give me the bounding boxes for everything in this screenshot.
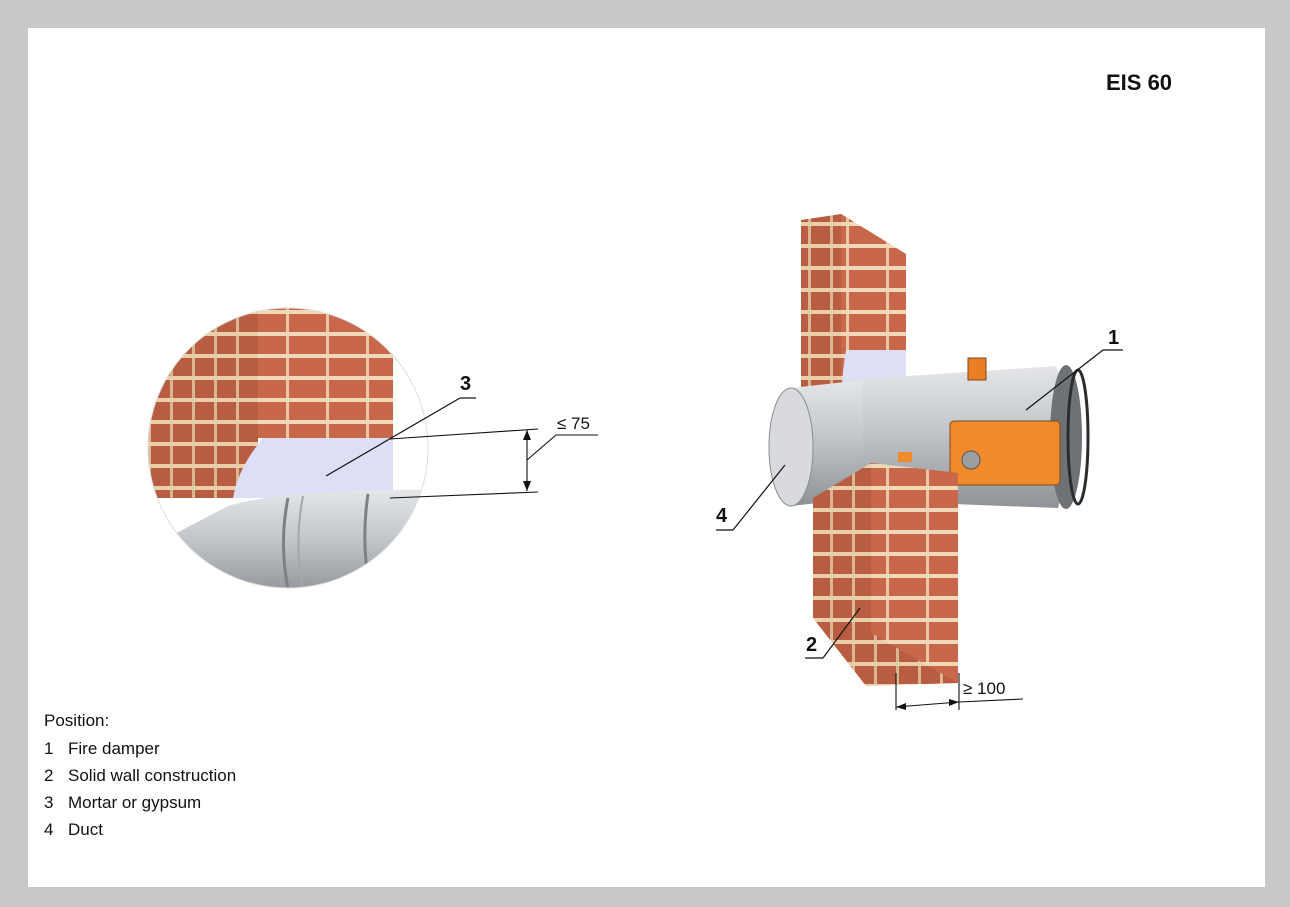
legend-item-number: 4 [44, 820, 54, 839]
detail-wall-side [148, 308, 258, 498]
dimension-gap-max: ≤ 75 [557, 414, 590, 433]
wall-lower-front [871, 463, 958, 683]
fire-rating-label: EIS 60 [1106, 70, 1173, 95]
installation-drawing: 3 ≤ 75 [147, 214, 1123, 710]
detail-view [147, 307, 598, 589]
position-legend: Position: 1 Fire damper 2 Solid wall con… [44, 711, 236, 847]
detail-mortar-filler [233, 438, 393, 498]
dimension-wall-min: ≥ 100 [963, 679, 1005, 698]
legend-item-number: 2 [44, 766, 54, 785]
legend-item: 1 Fire damper [44, 739, 236, 766]
legend-item-number: 3 [44, 793, 54, 812]
callout-2: 2 [806, 634, 817, 656]
diagram-sheet: EIS 60 [28, 28, 1265, 887]
callout-1: 1 [1108, 327, 1119, 349]
legend-item: 2 Solid wall construction [44, 766, 236, 793]
legend-item: 3 Mortar or gypsum [44, 793, 236, 820]
legend-item-label: Fire damper [68, 739, 160, 758]
detail-wall-front [258, 308, 393, 438]
legend-item: 4 Duct [44, 820, 236, 847]
callout-4: 4 [716, 505, 728, 527]
legend-item-number: 1 [44, 739, 54, 758]
legend-item-label: Duct [68, 820, 103, 839]
damper-actuator [949, 420, 1061, 486]
installation-view [716, 214, 1123, 710]
legend-title: Position: [44, 711, 110, 730]
callout-3: 3 [460, 373, 471, 395]
legend-item-label: Solid wall construction [68, 766, 237, 785]
legend-item-label: Mortar or gypsum [68, 793, 202, 812]
